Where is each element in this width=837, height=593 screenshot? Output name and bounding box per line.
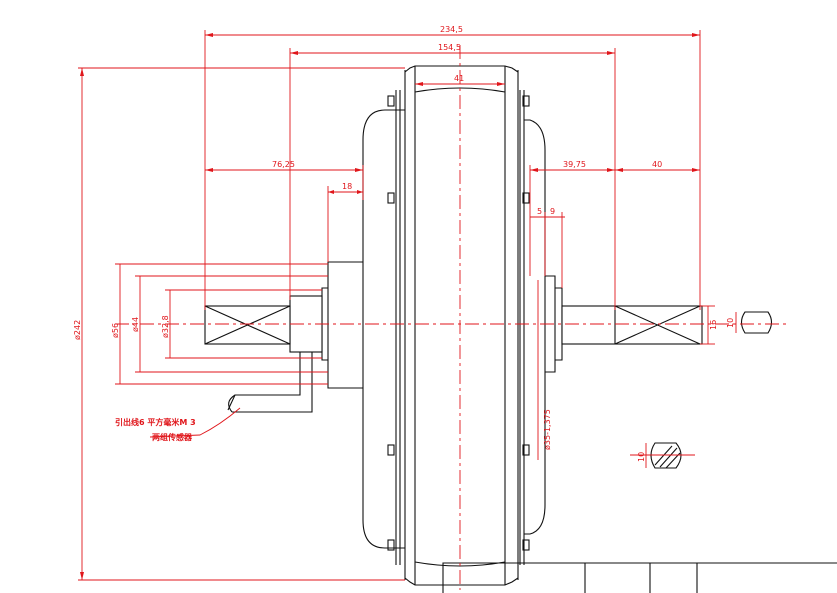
arrow (357, 190, 363, 194)
arrow (497, 82, 505, 86)
spoke-hole (522, 192, 530, 204)
right-hub-boss (545, 275, 556, 373)
arrow (205, 33, 213, 37)
dim-dia-thread: ø35-1,375 (543, 409, 552, 450)
dim-right-axle: 40 (652, 160, 662, 169)
section-hatch (654, 445, 681, 469)
dim-dia-44: ø44 (131, 317, 140, 332)
dim-step-5: 5 (537, 207, 542, 216)
spoke-hole (522, 95, 530, 107)
dim-overall-width: 234,5 (440, 25, 463, 34)
spoke-hole (522, 444, 530, 456)
dim-hub-step: 18 (342, 182, 352, 191)
right-cover (524, 119, 546, 535)
title-block (442, 562, 837, 593)
dimension-labels: 234,5 154,5 41 76,25 18 39,75 40 5 9 ø24… (73, 25, 735, 462)
arrow (328, 190, 334, 194)
arrow (80, 572, 84, 580)
left-cover (362, 109, 405, 549)
right-axle-cross (614, 305, 701, 345)
dim-step-9: 9 (550, 207, 555, 216)
dimension-lines (78, 30, 790, 590)
axle-section-view (650, 442, 682, 469)
cable-break (228, 394, 236, 413)
axle-end-view (740, 311, 773, 334)
dim-right-offset: 39,75 (563, 160, 586, 169)
dim-axle-16: 16 (709, 320, 718, 330)
spoke-hole (387, 192, 395, 204)
dim-rim-width: 41 (454, 74, 464, 83)
spoke-hole (522, 539, 530, 551)
arrow (692, 33, 700, 37)
arrow (615, 168, 623, 172)
dim-flange-width: 154,5 (438, 43, 461, 52)
arrow (355, 168, 363, 172)
spoke-hole (387, 444, 395, 456)
arrow (415, 82, 423, 86)
arrow (205, 168, 213, 172)
arrow (530, 168, 538, 172)
cable (227, 352, 313, 413)
arrow (607, 51, 615, 55)
spoke-hole (387, 539, 395, 551)
arrow (290, 51, 298, 55)
left-hub-boss (327, 261, 363, 389)
spoke-hole (387, 95, 395, 107)
motor-outline (204, 65, 837, 593)
dim-flat-small: 10 (637, 452, 646, 462)
dim-dia-56: ø56 (111, 323, 120, 338)
dim-dia-32-8: ø32,8 (161, 315, 170, 338)
cable-note-line1: 引出线6 平方毫米M 3 (115, 417, 196, 427)
right-axle (561, 305, 703, 345)
dim-left-offset: 76,25 (272, 160, 295, 169)
cable-note: 引出线6 平方毫米M 3 两组传感器 (115, 417, 196, 442)
cable-note-line2: 两组传感器 (152, 432, 193, 442)
left-axle-cross (204, 305, 291, 345)
dim-flat-10: 10 (726, 318, 735, 328)
arrow (80, 68, 84, 76)
rim-bottom (404, 577, 519, 586)
arrow (607, 168, 615, 172)
rim-top (404, 65, 519, 73)
cable-leader (149, 407, 241, 438)
dim-dia-overall: ø242 (73, 320, 82, 340)
arrow (692, 168, 700, 172)
